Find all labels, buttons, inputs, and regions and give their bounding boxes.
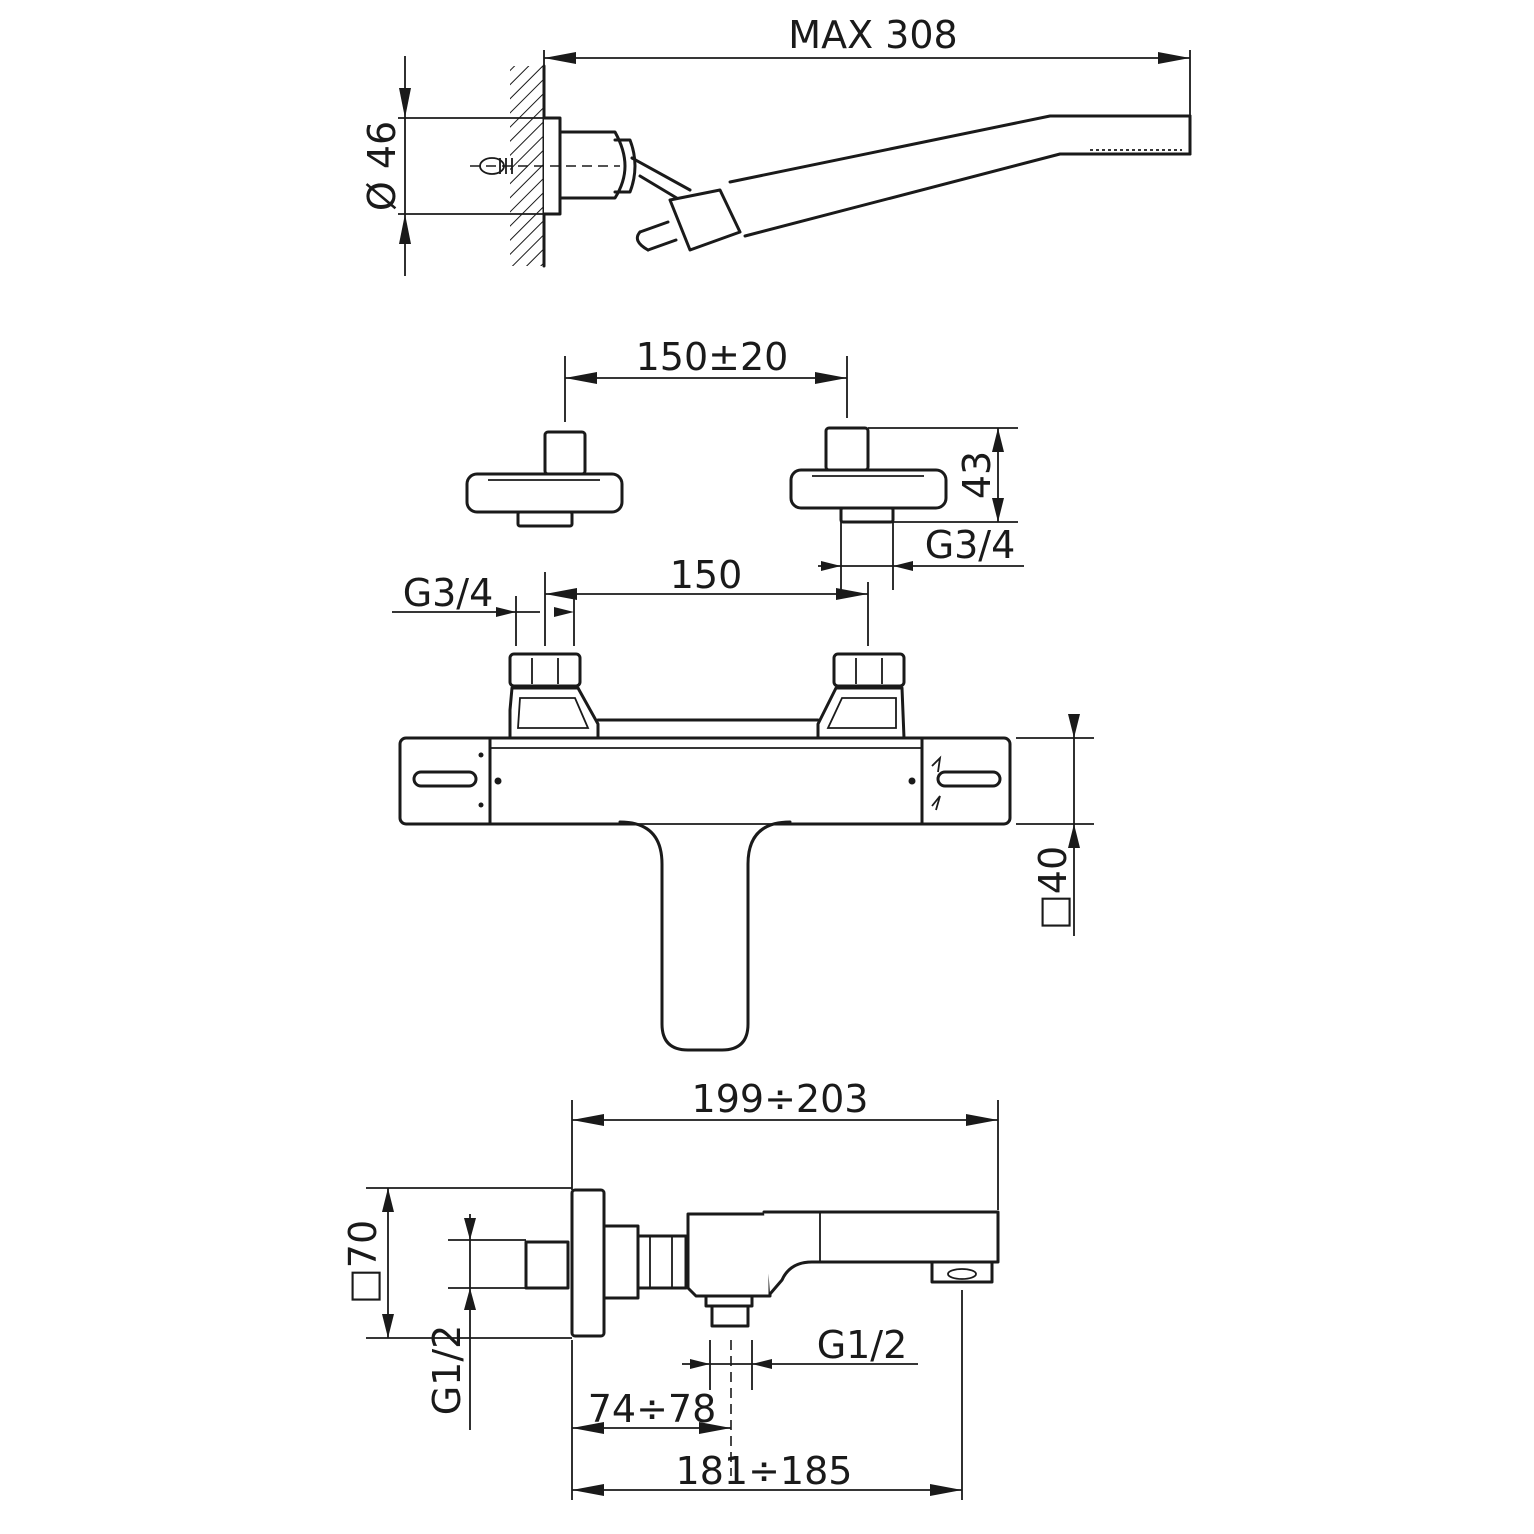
inlet-thread-label: G3/4: [403, 571, 494, 615]
body-section-label: □40: [1031, 846, 1075, 930]
outlet-thread-label: G1/2: [817, 1323, 908, 1367]
mixer-side-view: 199÷203 □70 G1/2 G1/2 74÷78 181÷185: [341, 1077, 1000, 1500]
eccentric-spacing-label: 150±20: [636, 335, 789, 379]
right-inlet-nut: [816, 652, 906, 740]
thermostat-temperature-icon: [931, 755, 942, 773]
eccentric-connectors-view: 150±20 43 G3/4: [465, 335, 1024, 590]
wall-to-outlet-label: 74÷78: [588, 1387, 717, 1431]
max-length-label: MAX 308: [788, 13, 957, 57]
body-square-label: □70: [341, 1220, 385, 1304]
rose-diameter-label: Ø 46: [360, 121, 404, 211]
left-inlet-nut: [508, 652, 600, 740]
flow-symbol-icon: [931, 795, 941, 811]
eccentric-height-label: 43: [955, 451, 999, 499]
eccentric-thread-label: G3/4: [925, 523, 1016, 567]
hand-shower-view: MAX 308 Ø 46: [360, 13, 1192, 276]
depth-label: 199÷203: [692, 1077, 869, 1121]
wall-to-spout-label: 181÷185: [676, 1449, 853, 1493]
side-thread-label: G1/2: [425, 1325, 469, 1416]
inlet-spacing-label: 150: [670, 553, 743, 597]
mixer-front-view: G3/4 150 □40: [392, 553, 1094, 1052]
